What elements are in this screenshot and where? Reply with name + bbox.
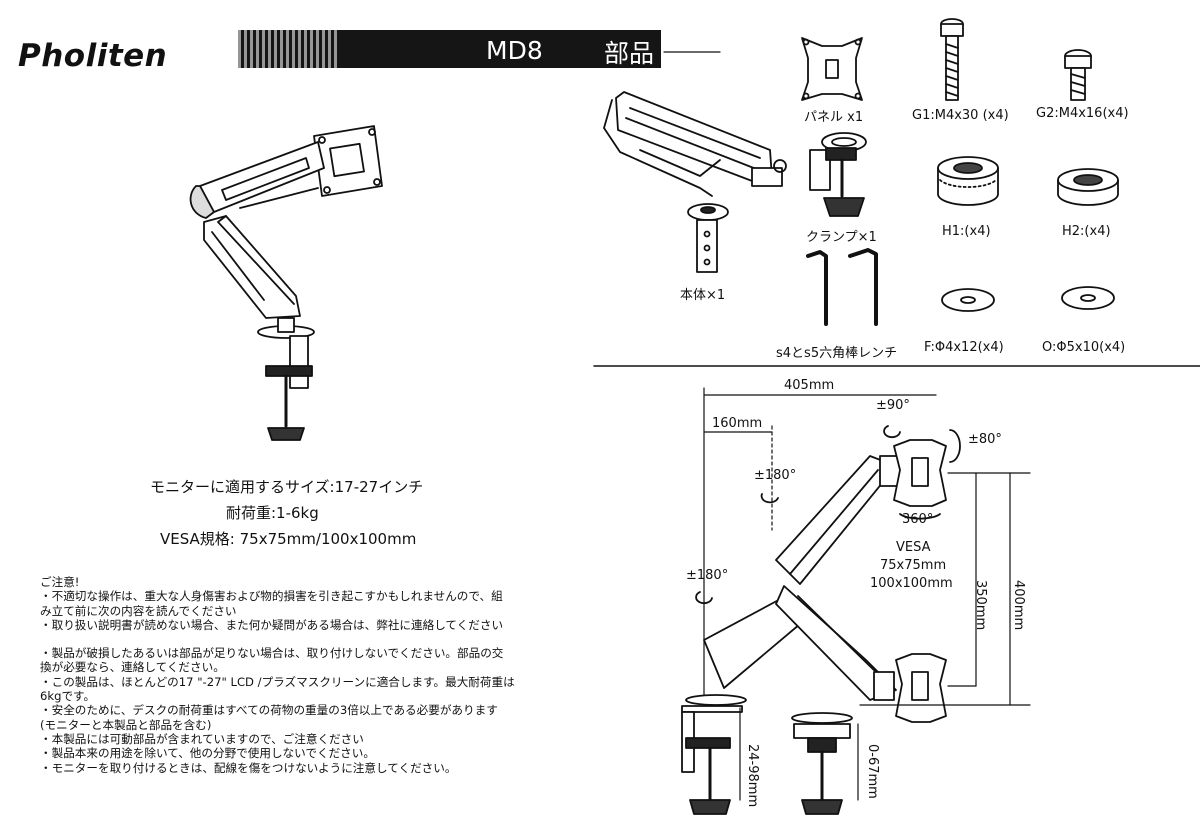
caution-line: (モニターと本製品と部品を含む) — [40, 717, 212, 732]
caution-line: ・不適切な操作は、重大な人身傷害および物的損害を引き起こすかもしれませんので、組 — [40, 589, 503, 604]
dim-inner: 160mm — [712, 416, 763, 431]
part-g2-label: G2:M4x16(x4) — [1036, 106, 1129, 121]
part-wrench-label: s4とs5六角棒レンチ — [776, 346, 898, 361]
parts-title: 部品 — [604, 39, 655, 68]
dim-clamp-range: 24-98mm — [745, 744, 760, 808]
dimension-diagram — [681, 387, 1031, 815]
dim-rotate-top: ±180° — [754, 468, 797, 483]
caution-line: ・製品本来の用途を除いて、他の分野で使用しないでください。 — [40, 746, 375, 761]
part-f-washer-illustration — [941, 288, 995, 312]
caution-line: 換が必要なら、連絡してください。 — [40, 660, 225, 675]
vesa-label: VESA — [896, 540, 931, 555]
part-g1-screw-illustration — [940, 18, 964, 101]
caution-line: ・本製品には可動部品が含まれていますので、ご注意ください — [40, 731, 364, 746]
section-dividers — [593, 51, 1200, 367]
caution-line: ・モニターを取り付けるときは、配線を傷をつけないように注意してください。 — [40, 760, 457, 775]
part-o-label: O:Φ5x10(x4) — [1042, 340, 1126, 355]
caution-notes: ご注意! ・不適切な操作は、重大な人身傷害および物的損害を引き起こすかもしれませ… — [40, 575, 565, 775]
part-clamp-illustration — [809, 132, 867, 217]
caution-spacer — [40, 632, 565, 646]
caution-line: み立て前に次の内容を読んでください — [40, 603, 237, 618]
part-g1-label: G1:M4x30 (x4) — [912, 108, 1009, 123]
part-hex-wrench-illustration — [806, 248, 878, 326]
vesa-75: 75x75mm — [880, 558, 947, 573]
part-panel-label: パネル x1 — [804, 110, 864, 125]
dim-height-400: 400mm — [1011, 580, 1026, 631]
caution-line: 6kgです。 — [40, 689, 96, 704]
part-h1-label: H1:(x4) — [942, 224, 991, 239]
part-body-label: 本体×1 — [680, 288, 726, 303]
caution-line: ・取り扱い説明書が読めない場合、また何か疑問がある場合は、弊社に連絡してください — [40, 617, 504, 632]
vesa-100: 100x100mm — [870, 576, 953, 591]
dim-swivel: ±80° — [968, 432, 1002, 447]
dim-rotation: 360° — [902, 512, 934, 527]
caution-line: ・安全のために、デスクの耐荷重はすべての荷物の重量の3倍以上である必要があります — [40, 703, 498, 718]
spec-load: 耐荷重:1-6kg — [226, 504, 319, 522]
caution-line: ・製品が破損したあるいは部品が足りない場合は、取り付けしないでください。部品の交 — [40, 646, 504, 661]
dim-height-350: 350mm — [973, 580, 988, 631]
part-h2-label: H2:(x4) — [1062, 224, 1111, 239]
dim-reach: 405mm — [784, 378, 835, 393]
caution-line: ・この製品は、ほとんどの17 "-27" LCD /プラズマスクリーンに適合しま… — [40, 674, 515, 689]
part-o-washer-illustration — [1061, 286, 1115, 310]
part-h2-washer-illustration — [1057, 168, 1119, 206]
dim-rotate-base: ±180° — [686, 568, 729, 583]
dim-grommet-range: 0-67mm — [865, 744, 880, 799]
spec-vesa: VESA規格: 75x75mm/100x100mm — [160, 530, 417, 548]
dim-tilt: ±90° — [876, 398, 910, 413]
part-f-label: F:Φ4x12(x4) — [924, 340, 1004, 355]
brand-logo: Pholiten — [18, 38, 168, 74]
product-illustration — [189, 125, 383, 441]
part-clamp-label: クランプ×1 — [806, 230, 877, 245]
part-panel-illustration — [801, 37, 863, 101]
part-g2-screw-illustration — [1064, 49, 1092, 101]
part-body-illustration — [603, 91, 787, 273]
part-h1-washer-illustration — [937, 156, 999, 206]
model-name: MD8 — [486, 36, 543, 65]
header-bar-texture — [238, 30, 338, 68]
caution-title: ご注意! — [40, 575, 80, 589]
spec-monitor-size: モニターに適用するサイズ:17-27インチ — [150, 478, 424, 496]
